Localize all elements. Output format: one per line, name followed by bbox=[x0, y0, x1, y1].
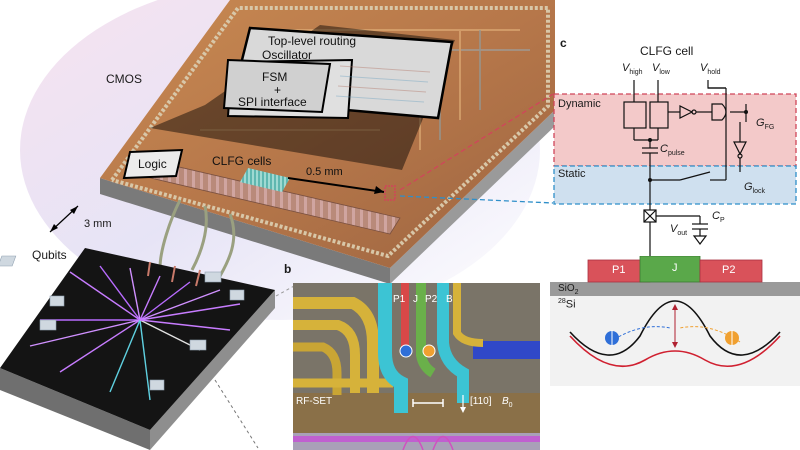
sem-gate-p1 bbox=[378, 283, 408, 413]
sem-image bbox=[293, 283, 540, 450]
device-p1-label: P1 bbox=[612, 264, 626, 276]
sem-yellow-gate bbox=[293, 320, 360, 393]
si-label: 28Si bbox=[558, 298, 576, 311]
chip-illustration bbox=[0, 0, 555, 450]
qubit-chip-side-right bbox=[150, 290, 275, 450]
spi-interface-label: SPI interface bbox=[238, 95, 307, 109]
sem-gate-b-label: B bbox=[446, 294, 453, 305]
g-fg-label: GFG bbox=[756, 117, 775, 132]
sem-gate-b bbox=[437, 283, 469, 403]
logic-block bbox=[122, 148, 184, 180]
sem-yellow-gate bbox=[293, 297, 379, 393]
device-cross-section bbox=[550, 256, 800, 386]
highlight-cell bbox=[384, 185, 396, 201]
static-label: Static bbox=[558, 168, 586, 180]
clfg-cell-title: CLFG cell bbox=[640, 44, 694, 58]
sem-gate-p2 bbox=[416, 283, 436, 378]
fsm-spi-block bbox=[222, 58, 332, 114]
sem-substrate bbox=[293, 393, 540, 433]
routing-grid bbox=[335, 65, 431, 103]
logic-label: Logic bbox=[138, 157, 167, 171]
callout-line bbox=[214, 379, 259, 449]
direction-label: [110] bbox=[470, 396, 492, 407]
size-arrow-head bbox=[70, 206, 78, 214]
panel-b-letter: b bbox=[284, 262, 292, 276]
clfg-teal-block bbox=[240, 168, 290, 192]
v-hold-label: Vhold bbox=[700, 62, 721, 77]
static-region bbox=[553, 165, 797, 205]
bond-wire bbox=[190, 205, 208, 271]
sem-yellow-gate-right bbox=[453, 283, 484, 347]
panel-c-letter: c bbox=[560, 36, 567, 50]
c-p-label: CP bbox=[712, 210, 725, 225]
sem-gate-j-label: J bbox=[413, 294, 418, 305]
qubit-chip-side bbox=[0, 368, 150, 450]
device-p2-label: P2 bbox=[722, 264, 736, 276]
bond-wire bbox=[218, 213, 236, 277]
sem-spin-orange bbox=[422, 344, 436, 358]
cmos-chip-side bbox=[100, 178, 390, 284]
device-gate-j bbox=[639, 256, 701, 283]
fsm-plus-label: + bbox=[274, 83, 282, 97]
cmos-pad-ring bbox=[110, 6, 550, 259]
sem-spin-blue bbox=[399, 344, 413, 358]
qubit-chip-traces bbox=[29, 265, 241, 401]
sem-blue-gate bbox=[473, 341, 540, 359]
dynamic-region bbox=[553, 93, 797, 167]
oscillator-label: Oscillator bbox=[262, 48, 313, 62]
sio2-layer bbox=[550, 282, 800, 296]
potential-red bbox=[569, 335, 781, 368]
cmos-chip-side-right bbox=[390, 110, 555, 284]
v-out-label: Vout bbox=[670, 223, 688, 238]
field-label: B0 bbox=[502, 396, 513, 409]
device-gate-p2 bbox=[699, 259, 763, 283]
fsm-label: FSM bbox=[262, 70, 288, 84]
scale-bar bbox=[287, 177, 385, 193]
qubit-chip-top bbox=[0, 248, 275, 430]
size-arrow-head bbox=[50, 224, 58, 232]
qubit-connectors bbox=[147, 261, 201, 287]
size-label: 3 mm bbox=[84, 218, 112, 230]
cmos-label: CMOS bbox=[106, 72, 142, 86]
v-high-label: Vhigh bbox=[622, 62, 643, 77]
sem-gate-p2-label: P2 bbox=[425, 294, 438, 305]
potential-black bbox=[569, 300, 781, 356]
sem-gate-p1-label: P1 bbox=[393, 294, 406, 305]
sem-pink-loop bbox=[402, 435, 424, 450]
sem-pink-loop bbox=[432, 435, 454, 450]
clfg-schematic bbox=[553, 80, 797, 260]
sio2-label: SiO2 bbox=[558, 283, 579, 296]
scale-bar-arrow bbox=[374, 186, 384, 194]
qubits-label: Qubits bbox=[32, 248, 67, 262]
g-lock-label: Glock bbox=[744, 181, 766, 196]
field-arrow-head bbox=[460, 407, 466, 413]
sem-yellow-gate bbox=[293, 342, 342, 395]
clfg-cells-label: CLFG cells bbox=[212, 154, 272, 168]
top-routing-label: Top-level routing bbox=[268, 34, 357, 48]
rf-set-label: RF-SET bbox=[296, 396, 333, 407]
bond-wire bbox=[158, 199, 182, 269]
qubit-chip-pads bbox=[0, 255, 245, 391]
v-low-label: Vlow bbox=[652, 62, 670, 77]
c-pulse-label: Cpulse bbox=[660, 143, 685, 158]
scale-label: 0.5 mm bbox=[306, 166, 343, 178]
dynamic-label: Dynamic bbox=[558, 98, 601, 110]
device-j-label: J bbox=[672, 262, 678, 274]
